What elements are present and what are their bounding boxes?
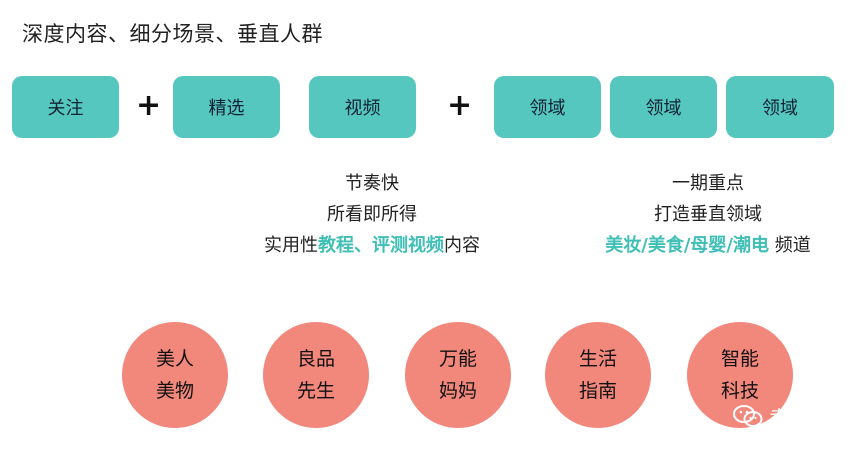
video-desc-highlight: 教程、评测视频	[318, 235, 444, 256]
pill-follow: 关注	[12, 76, 119, 138]
channel-circle-tech: 智能 科技	[687, 322, 793, 428]
domain-desc-suffix: 频道	[769, 235, 811, 256]
video-desc-line3: 实用性教程、评测视频内容	[232, 230, 512, 261]
domain-description: 一期重点 打造垂直领域 美妆/美食/母婴/潮电 频道	[568, 168, 848, 261]
channel-circle-line1: 美人	[155, 348, 194, 370]
channel-circle-goods: 良品 先生	[263, 322, 369, 428]
channel-circle-line2: 科技	[720, 380, 759, 402]
page-title: 深度内容、细分场景、垂直人群	[22, 22, 323, 46]
plus-sign-1: +	[136, 88, 162, 123]
pill-featured: 精选	[173, 76, 280, 138]
video-desc-prefix: 实用性	[264, 235, 318, 256]
channel-circle-line1: 良品	[296, 348, 335, 370]
wechat-icon	[733, 404, 763, 430]
pill-domain-1: 领域	[494, 76, 601, 138]
watermark-text: 卖盟学堂	[769, 406, 849, 430]
video-desc-line1: 节奏快	[345, 173, 399, 194]
pill-domain-2: 领域	[610, 76, 717, 138]
video-description: 节奏快 所看即所得 实用性教程、评测视频内容	[232, 168, 512, 261]
watermark: 卖盟学堂	[733, 402, 849, 431]
domain-desc-line3: 美妆/美食/母婴/潮电 频道	[568, 230, 848, 261]
video-desc-line2: 所看即所得	[327, 204, 417, 225]
channel-circle-line2: 先生	[296, 380, 335, 402]
channel-circle-line1: 万能	[438, 348, 477, 370]
domain-desc-line1: 一期重点	[672, 173, 744, 194]
domain-desc-line2: 打造垂直领域	[654, 204, 762, 225]
channel-circle-line2: 妈妈	[438, 380, 477, 402]
channel-circle-beauty: 美人 美物	[122, 322, 228, 428]
domain-desc-highlight: 美妆/美食/母婴/潮电	[605, 235, 769, 256]
channel-circle-life: 生活 指南	[545, 322, 651, 428]
channel-circle-line2: 美物	[155, 380, 194, 402]
video-desc-suffix: 内容	[444, 235, 480, 256]
channel-circle-line1: 智能	[720, 348, 759, 370]
channel-circle-line1: 生活	[578, 348, 617, 370]
channel-circle-mom: 万能 妈妈	[405, 322, 511, 428]
channel-circle-line2: 指南	[578, 380, 617, 402]
pill-domain-3: 领域	[726, 76, 834, 138]
pill-video: 视频	[309, 76, 416, 138]
plus-sign-2: +	[447, 88, 473, 123]
